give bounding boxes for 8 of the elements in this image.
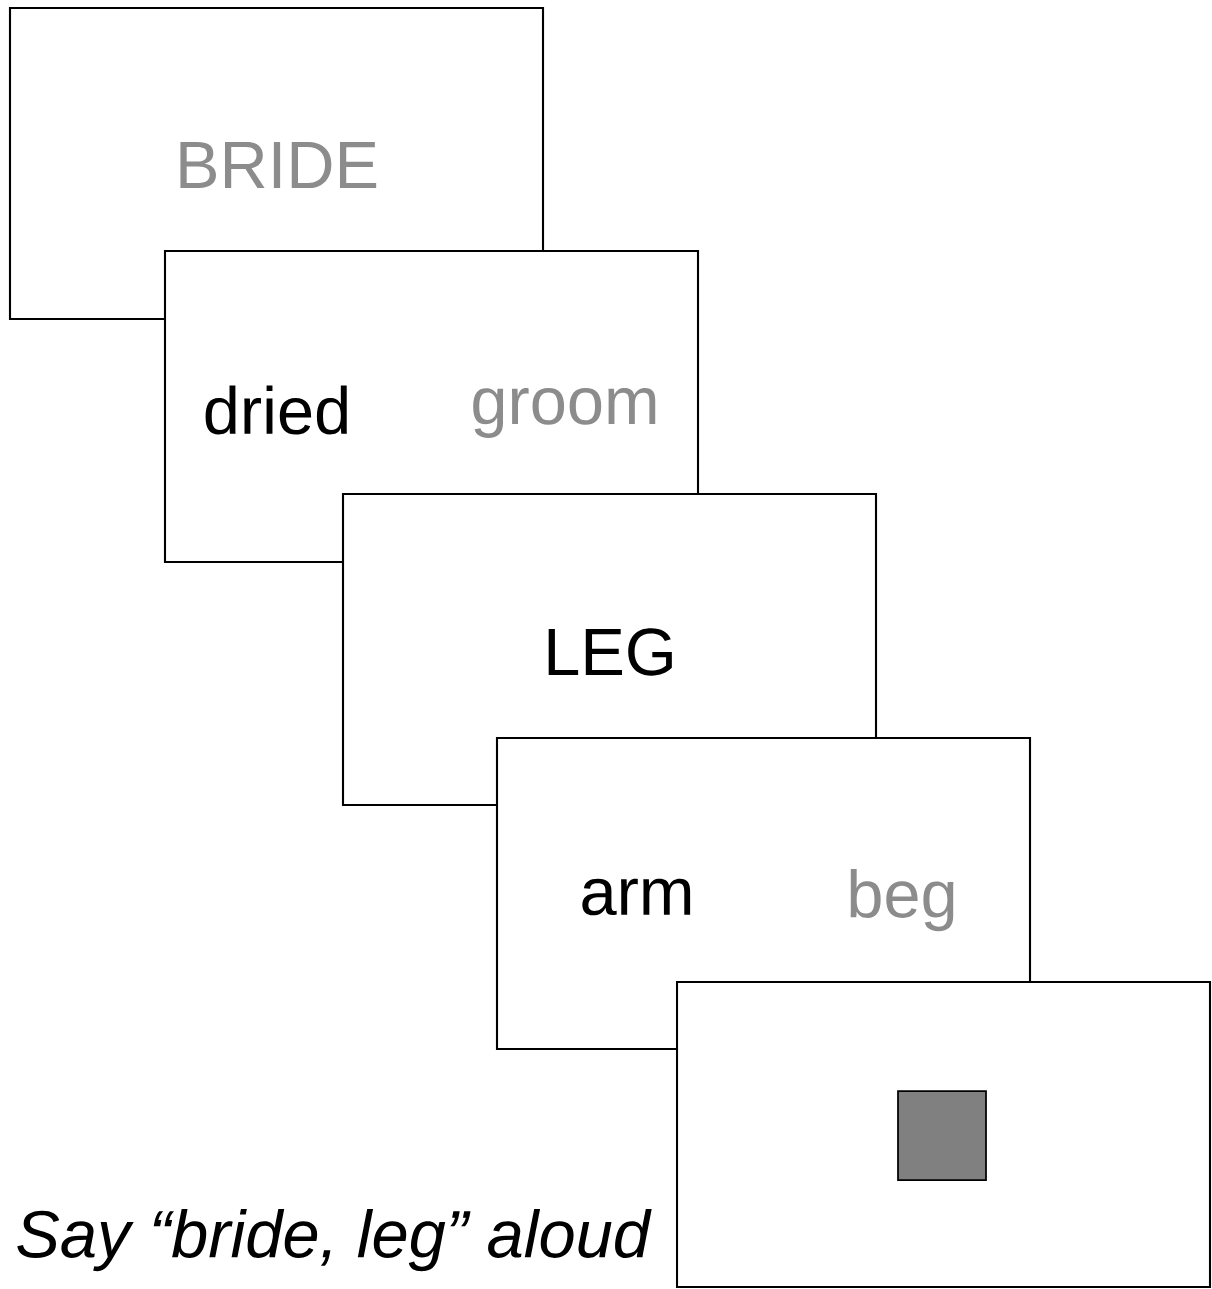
- word: dried: [205, 385, 347, 435]
- word: beg: [850, 868, 954, 932]
- instruction-text: Say “bride, leg” aloud: [17, 1208, 652, 1272]
- word: BRIDE: [180, 142, 377, 188]
- screen-box: [675, 980, 1212, 1289]
- word: arm: [582, 878, 691, 916]
- word: groom: [473, 388, 656, 438]
- word: LEG: [548, 628, 672, 676]
